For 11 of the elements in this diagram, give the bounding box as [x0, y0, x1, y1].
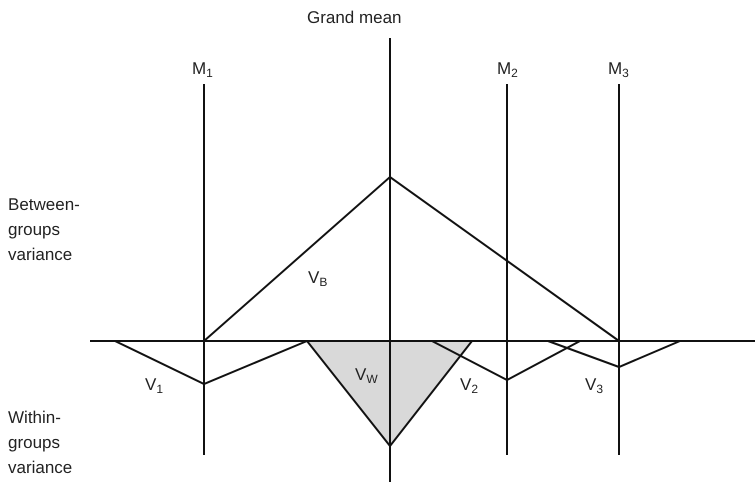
variance-label: V$_{W}$	[355, 364, 378, 387]
variance-label: V$_{2}$	[460, 374, 478, 397]
section-label: Between-groups variance	[8, 194, 81, 266]
variance-label: V$_{B}$	[308, 267, 328, 290]
variance-label: V$_{3}$	[585, 374, 604, 397]
variance-label: V$_{1}$	[145, 374, 164, 397]
mean-label: M$_{1}$	[192, 58, 213, 81]
mean-label: M$_{2}$	[497, 58, 518, 81]
mean-label: M$_{3}$	[608, 58, 629, 81]
section-label: Within-groups variance	[8, 407, 74, 479]
axis-title: Grand mean	[307, 7, 402, 29]
